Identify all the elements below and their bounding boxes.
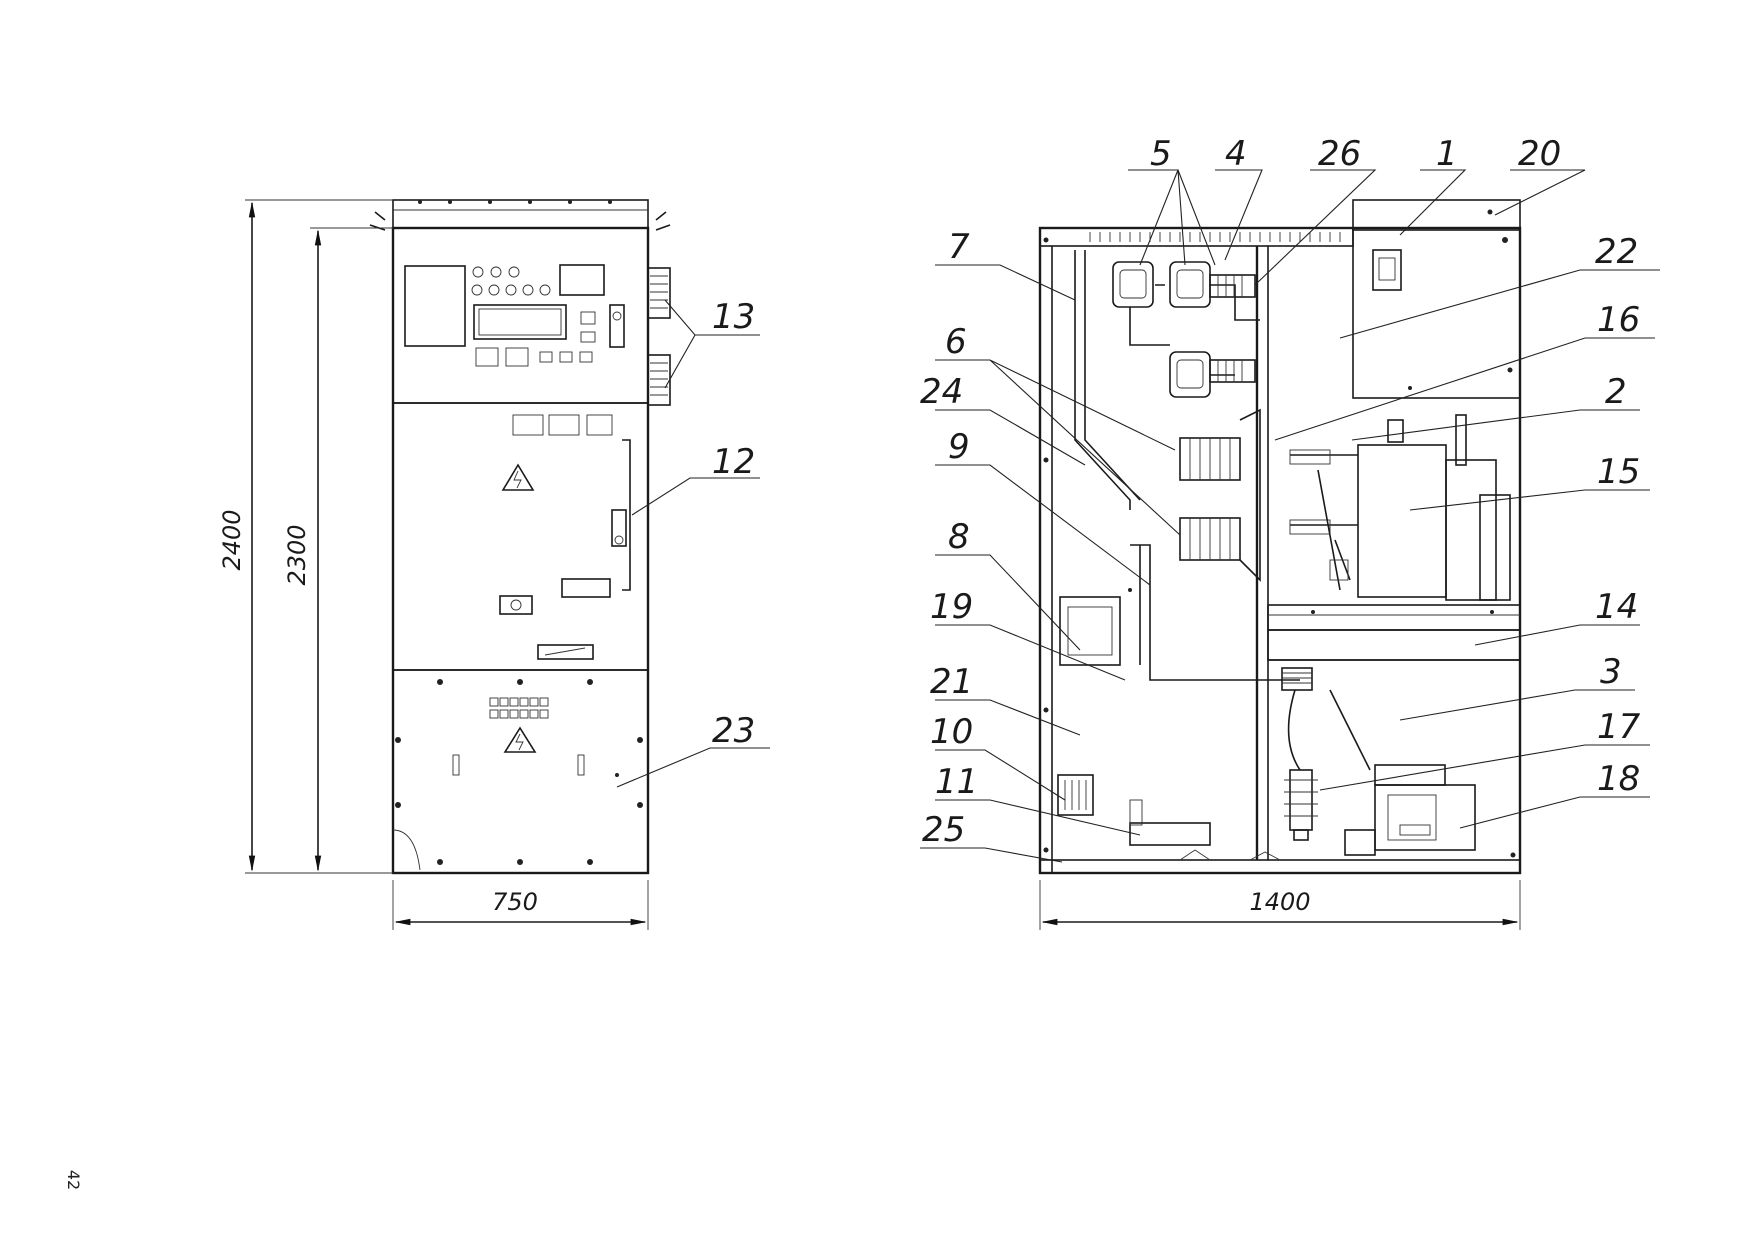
side-cabinet-outline (1038, 226, 1522, 875)
callout-6: 6 (945, 322, 967, 362)
dim-2400: 2400 (218, 509, 246, 570)
callout-25: 25 (922, 810, 965, 850)
callout-13: 13 (712, 297, 755, 337)
earthing-switch (1129, 822, 1211, 846)
callout-10: 10 (930, 712, 973, 752)
page-number: 42 (64, 1170, 83, 1190)
terminal-block (1057, 774, 1094, 816)
callout-7: 7 (948, 227, 970, 267)
relay-display (473, 304, 567, 340)
side-bolts (1043, 209, 1516, 858)
dim-2300: 2300 (283, 524, 311, 585)
current-transformer (1059, 596, 1121, 666)
dim-750: 750 (492, 888, 538, 916)
door-handle-bar (622, 439, 631, 591)
vent-grid (489, 697, 549, 719)
callout-9: 9 (948, 427, 970, 467)
callout-23: 23 (712, 711, 755, 751)
front-bolts (395, 200, 643, 865)
callout-18: 18 (1597, 759, 1640, 799)
callout-15: 15 (1597, 452, 1640, 492)
callout-21: 21 (930, 662, 973, 702)
front-view: 2400 2300 750 13 12 23 (218, 199, 770, 930)
callout-5: 5 (1150, 134, 1172, 174)
contact-bushings (1179, 408, 1261, 582)
callout-24: 24 (920, 372, 963, 412)
busbars (1112, 261, 1260, 398)
warning-sign-lower (503, 726, 537, 753)
dim-1400: 1400 (1249, 888, 1310, 916)
truck-rail (1267, 604, 1521, 631)
callout-14: 14 (1595, 587, 1638, 627)
relay-box-top (1352, 199, 1521, 231)
warning-sign-upper (501, 463, 535, 491)
callout-8: 8 (948, 517, 970, 557)
relay-indicator-box (559, 264, 605, 296)
door-handle (611, 509, 627, 547)
busbar-compartment-wall (1074, 250, 1131, 510)
callout-11: 11 (935, 762, 978, 802)
callout-1: 1 (1436, 134, 1458, 174)
floor-base (1039, 859, 1521, 874)
side-leaders (920, 169, 1660, 863)
callout-22: 22 (1595, 232, 1638, 272)
relay-buttons (471, 266, 625, 367)
callout-17: 17 (1597, 707, 1641, 747)
callout-26: 26 (1318, 134, 1361, 174)
voltage-transformer (1344, 764, 1476, 856)
surge-arrester (1284, 769, 1318, 841)
breaker-operating-slot (499, 595, 533, 615)
circuit-breaker (1289, 414, 1511, 601)
callout-19: 19 (930, 587, 973, 627)
breaker-compartment (392, 402, 649, 671)
top-vent-strip (1039, 227, 1354, 247)
cable-terminal (1281, 667, 1313, 691)
callout-3: 3 (1600, 652, 1622, 692)
upper-insulators (1209, 274, 1256, 383)
callout-12: 12 (712, 442, 755, 482)
callout-4: 4 (1225, 134, 1247, 174)
callout-16: 16 (1597, 300, 1640, 340)
relay-window (404, 265, 466, 347)
callout-2: 2 (1605, 372, 1627, 412)
callout-20: 20 (1518, 134, 1561, 174)
front-top-box (392, 199, 649, 229)
relay-compartment-side (1352, 227, 1521, 399)
cable-compartment (392, 669, 649, 874)
side-view: 1400 5 4 2 (920, 134, 1660, 930)
